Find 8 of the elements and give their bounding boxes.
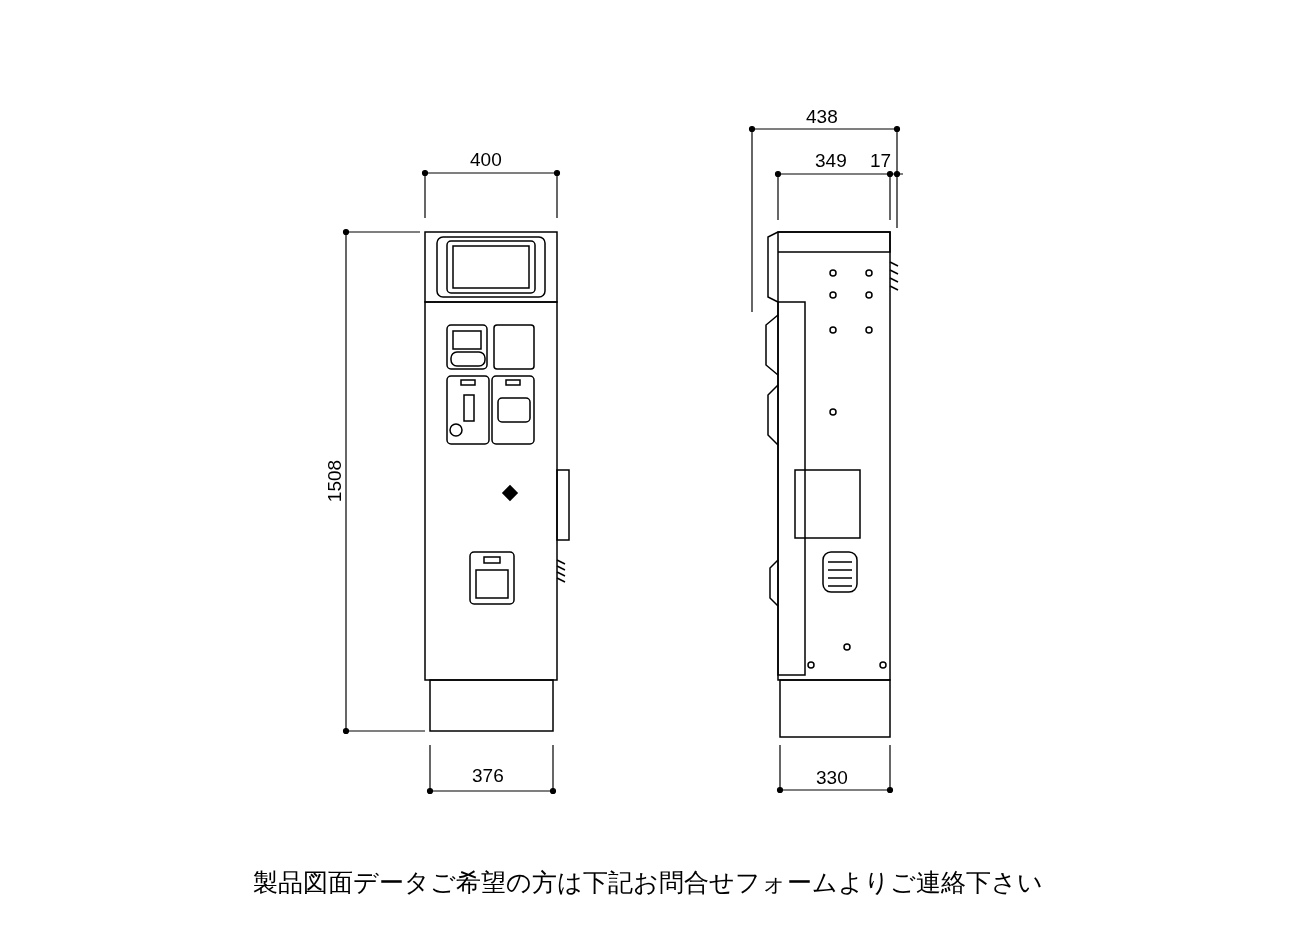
dimension-label: 17 xyxy=(870,150,892,172)
dimension-label: 400 xyxy=(470,149,502,171)
dimension-label: 330 xyxy=(816,767,848,789)
dimension-label: 349 xyxy=(815,150,847,172)
caption-text: 製品図面データご希望の方は下記お問合せフォームよりご連絡下さい xyxy=(252,868,1044,898)
dimension-label: 438 xyxy=(806,106,838,128)
dimension-label: 376 xyxy=(472,765,504,787)
dimension-label: 1508 xyxy=(324,459,347,503)
